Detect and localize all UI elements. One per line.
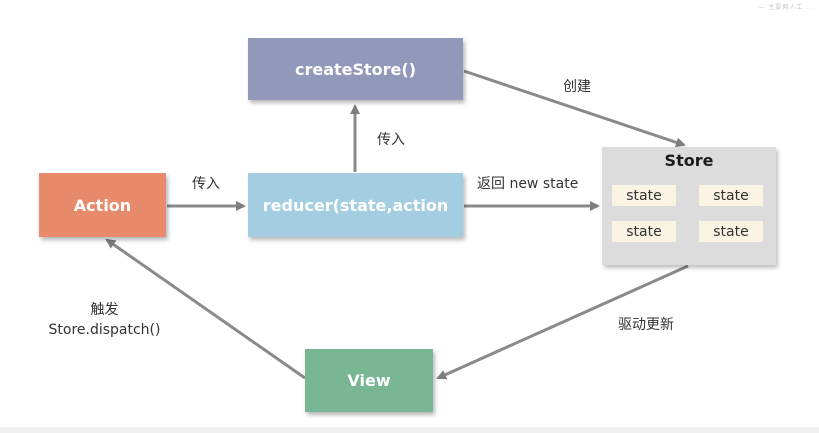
state-cell: state: [699, 185, 763, 206]
action-node: Action: [39, 173, 166, 237]
reducer-node: reducer(state,action: [248, 173, 463, 237]
watermark-text: — 主要网人工 ...: [758, 4, 815, 11]
store-node: Store state state state state: [602, 147, 776, 265]
edge-label-pass-up: 传入: [377, 132, 405, 148]
arrow-store-to-view: [436, 264, 689, 380]
edge-label-return-new-state: 返回 new state: [477, 176, 579, 192]
edge-label-trigger-line2: Store.dispatch(): [48, 322, 161, 338]
state-cell: state: [612, 185, 676, 206]
arrow-create-to-store: [463, 69, 686, 148]
edge-label-create: 创建: [563, 79, 591, 95]
state-cell: state: [699, 221, 763, 242]
reducer-label: reducer(state,action: [262, 195, 449, 215]
create-store-label: createStore(): [294, 59, 417, 79]
bottom-strip: [0, 427, 819, 433]
view-label: View: [347, 371, 391, 390]
store-title: Store: [664, 151, 714, 170]
edge-label-drive-update: 驱动更新: [618, 317, 674, 333]
action-label: Action: [73, 195, 132, 215]
create-store-node: createStore(): [248, 38, 463, 100]
edge-label-trigger-line1: 触发: [90, 302, 119, 318]
edge-label-pass-right: 传入: [192, 176, 220, 192]
state-cell: state: [612, 221, 676, 242]
view-node: View: [305, 349, 433, 412]
arrow-view-to-action: [105, 238, 306, 380]
edge-label-trigger-dispatch: 触发 Store.dispatch(): [42, 300, 167, 340]
